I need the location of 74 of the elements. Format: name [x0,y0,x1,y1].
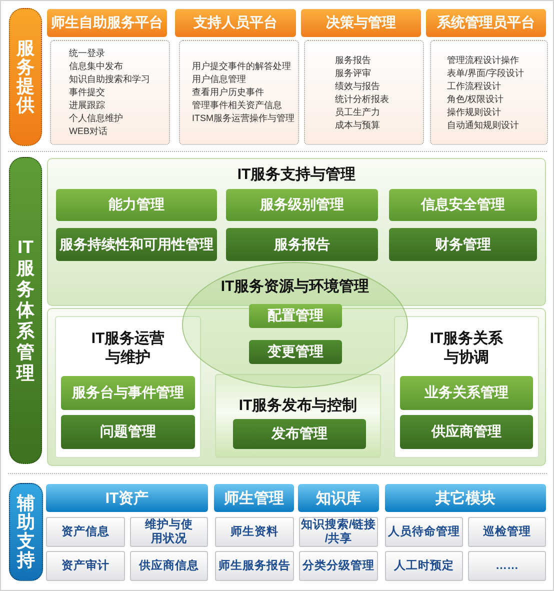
header-bar: 师生自助服务平台 [47,9,167,37]
module-tile: 人员待命管理 [385,517,463,547]
group-panel [215,374,381,458]
group-panel [47,158,546,306]
list-item: 员工生产力 [335,106,380,118]
list-panel [430,40,548,145]
list-item: ITSM服务运营操作与管理 [192,112,294,125]
module-box: 变更管理 [249,340,342,364]
module-tile: 供应商信息 [130,551,208,581]
list-panel [304,40,424,145]
list-panel [50,40,170,145]
module-box: 服务持续性和可用性管理 [56,228,217,261]
list-item: 操作规则设计 [447,106,501,118]
module-box: 信息安全管理 [389,189,537,221]
list-item: 服务评审 [335,66,371,80]
module-box: 能力管理 [56,189,217,221]
list-item: 自动通知规则设计 [447,118,519,132]
module-tile: 知识搜索/链接/共享 [299,517,378,547]
module-box: 供应商管理 [400,415,533,449]
list-item: 查看用户历史事件 [192,86,264,99]
list-item: 统一登录 [69,47,105,60]
list-item: 角色/权限设计 [447,92,504,106]
module-tile: 师生资料 [215,517,294,547]
section-tab: 服务提供 [9,8,42,146]
list-item: WEB对话 [69,125,108,138]
module-tile: 分类分级管理 [299,551,378,581]
module-tile: 维护与使用状况 [130,517,208,547]
list-item: 进展跟踪 [69,99,105,112]
header-bar: 支持人员平台 [175,9,296,37]
list-item: 统计分析报表 [335,92,389,106]
panel-title: IT服务运营与维护 [90,329,166,367]
list-item: 用户信息管理 [192,73,246,86]
list-item: 绩效与报告 [335,80,380,92]
list-item: 管理事件相关资产信息 [192,99,282,112]
module-box: 服务级别管理 [226,189,378,221]
module-tile: 师生服务报告 [215,551,294,581]
module-tile: 巡检管理 [468,517,546,547]
header-bar: 其它模块 [385,484,546,512]
module-box: 业务关系管理 [400,376,533,410]
list-item: 成本与预算 [335,118,380,132]
module-box: 财务管理 [389,228,537,261]
header-bar: 知识库 [298,484,379,512]
group-panel [47,308,546,466]
header-bar: 决策与管理 [301,9,421,37]
module-box: 问题管理 [61,415,195,449]
list-item: 信息集中发布 [69,60,123,73]
module-box: 服务报告 [226,228,378,261]
module-box: 配置管理 [249,304,342,328]
module-tile: 人工时预定 [385,551,463,581]
panel-title: IT服务关系与协调 [428,329,504,367]
module-box: 服务台与事件管理 [61,376,195,410]
header-bar: IT资产 [46,484,208,512]
list-item: 用户提交事件的解答处理 [192,60,291,73]
list-item: 知识自助搜索和学习 [69,73,150,86]
section-tab: 辅助支持 [9,483,43,581]
module-tile: 资产信息 [46,517,125,547]
header-bar: 师生管理 [214,484,294,512]
panel-title: IT服务支持与管理 [237,166,356,184]
module-tile: 资产审计 [46,551,125,581]
list-item: 表单/界面/字段设计 [447,66,524,80]
group-panel [394,316,539,458]
list-panel [179,40,299,145]
list-item: 工作流程设计 [447,80,501,92]
list-item: 个人信息维护 [69,112,123,125]
section-tab: IT服务体系管理 [9,157,42,464]
module-tile: …… [468,551,546,581]
panel-title: IT服务资源与环境管理 [220,278,370,296]
header-bar: 系统管理员平台 [426,9,546,37]
panel-title: IT服务发布与控制 [238,397,358,415]
module-box: 发布管理 [233,419,366,449]
list-item: 事件提交 [69,86,105,99]
group-panel [55,316,201,458]
list-item: 服务报告 [335,54,371,66]
list-item: 管理流程设计操作 [447,54,519,66]
